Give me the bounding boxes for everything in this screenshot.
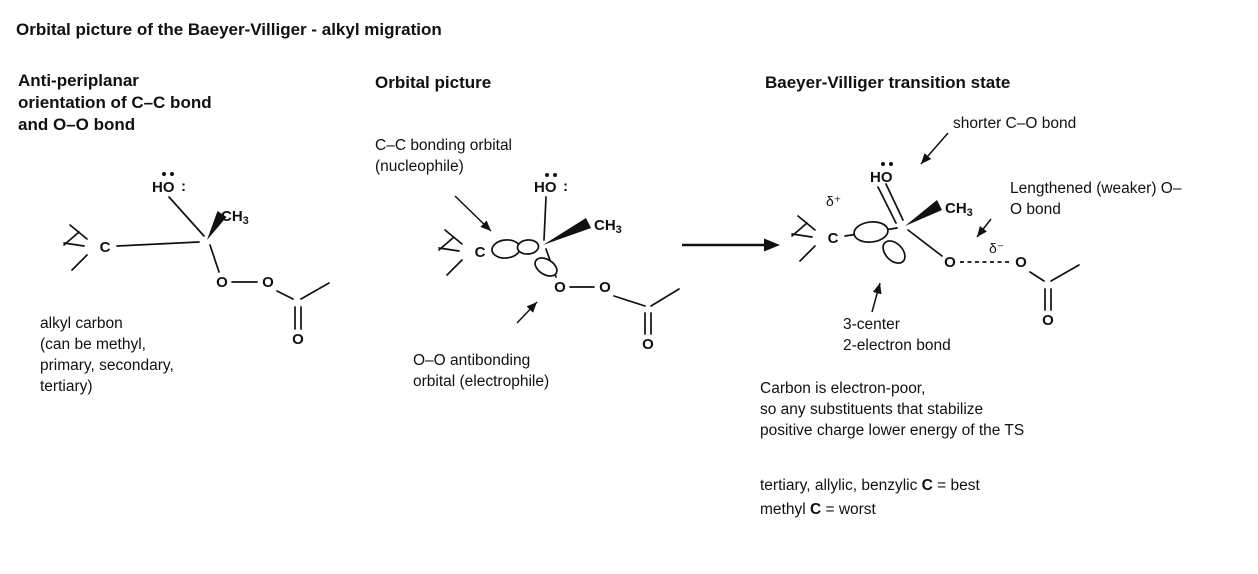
shorter-co-bond-label: shorter C–O bond (953, 115, 1077, 132)
middle-molecule: HO : CH3 C O (438, 173, 680, 353)
lengthened-bond-arrow-icon (976, 218, 992, 238)
lone-pair-colon: : (181, 178, 186, 195)
peroxide-oxygen1-label: O (554, 279, 566, 296)
ranking-best-carbon: C (921, 477, 933, 494)
hydroxyl-label: HO (534, 179, 557, 196)
lone-pair-dots (881, 162, 893, 166)
delta-minus-label: δ⁻ (989, 240, 1004, 256)
oo-antibonding-orbital-lobe (534, 257, 558, 277)
criegee-intermediate-structure: HO : CH3 C O O O (63, 172, 330, 348)
middle-panel-heading: Orbital picture (375, 73, 492, 92)
bond-lines (491, 196, 680, 335)
bond-lines (116, 196, 330, 330)
methyl-label: CH3 (221, 208, 249, 227)
lengthened-oo-bond-label: Lengthened (weaker) O– O bond (1010, 180, 1182, 218)
ranking-worst-carbon: C (809, 501, 822, 518)
alkyl-substituent-bonds (438, 229, 463, 276)
alkyl-substituent-bonds (63, 224, 88, 271)
methyl-label: CH3 (945, 200, 973, 219)
alkyl-carbon-label: C (475, 244, 486, 261)
transition-state-molecule: HO CH3 δ⁺ δ⁻ C (791, 162, 1080, 329)
cc-bonding-orbital-lobe (491, 239, 521, 259)
hydroxyl-label: HO (152, 179, 175, 196)
electron-poor-note: Carbon is electron-poor, so any substitu… (760, 380, 1025, 439)
peroxide-oxygen1-label: O (944, 254, 956, 271)
lone-pair-dots (545, 173, 557, 177)
ranking-worst-prefix: methyl (760, 501, 810, 518)
alkyl-substituent-bonds (791, 215, 816, 262)
ranking-worst-suffix: = worst (821, 501, 876, 518)
oo-orbital-arrow-icon (516, 301, 538, 324)
transition-state-structure: HO CH3 δ⁺ δ⁻ C (791, 132, 1080, 329)
right-panel-heading: Baeyer-Villiger transition state (765, 73, 1011, 92)
carbonyl-oxygen-label: O (292, 331, 304, 348)
three-center-orbital-lobe-cc (853, 221, 889, 243)
wedge-bond (905, 200, 942, 226)
peroxide-oxygen1-label: O (216, 274, 228, 291)
three-center-arrow-icon (871, 282, 882, 313)
carbonyl-oxygen-label: O (1042, 312, 1054, 329)
three-center-bond-label: 3-center 2-electron bond (843, 316, 951, 354)
alkyl-carbon-label: C (828, 230, 839, 247)
lone-pair-colon: : (563, 178, 568, 195)
ranking-best-suffix: = best (932, 477, 980, 494)
delta-plus-label: δ⁺ (826, 193, 841, 209)
cc-bonding-orbital-lobe-small (516, 239, 540, 255)
oo-antibonding-orbital-label: O–O antibonding orbital (electrophile) (413, 352, 550, 390)
left-panel-caption: alkyl carbon (can be methyl, primary, se… (40, 315, 174, 395)
diagram-title: Orbital picture of the Baeyer-Villiger -… (16, 20, 442, 39)
carbonyl-oxygen-label: O (642, 336, 654, 353)
hydroxyl-label: HO (870, 169, 893, 186)
left-molecule: HO : CH3 C O O O (63, 172, 330, 348)
wedge-bond (543, 218, 591, 245)
ranking-worst-line: methyl C = worst (760, 499, 876, 520)
three-center-orbital-lobe-co (882, 240, 906, 264)
peroxide-oxygen2-label: O (1015, 254, 1027, 271)
ranking-best-line: tertiary, allylic, benzylic C = best (760, 475, 980, 496)
shorter-bond-arrow-icon (920, 132, 949, 165)
left-panel-heading: Anti-periplanar orientation of C–C bond … (18, 71, 212, 134)
methyl-label: CH3 (594, 217, 622, 236)
alkyl-carbon-label: C (100, 239, 111, 256)
peroxide-oxygen2-label: O (599, 279, 611, 296)
orbital-picture-structure: HO : CH3 C O (438, 173, 680, 353)
cc-orbital-arrow-icon (454, 195, 492, 232)
cc-bonding-orbital-label: C–C bonding orbital (nucleophile) (375, 137, 513, 175)
wedge-bond (207, 211, 227, 240)
ranking-best-prefix: tertiary, allylic, benzylic (760, 477, 922, 494)
reaction-arrow-icon (682, 238, 780, 252)
lone-pair-dots (162, 172, 174, 176)
peroxide-oxygen2-label: O (262, 274, 274, 291)
